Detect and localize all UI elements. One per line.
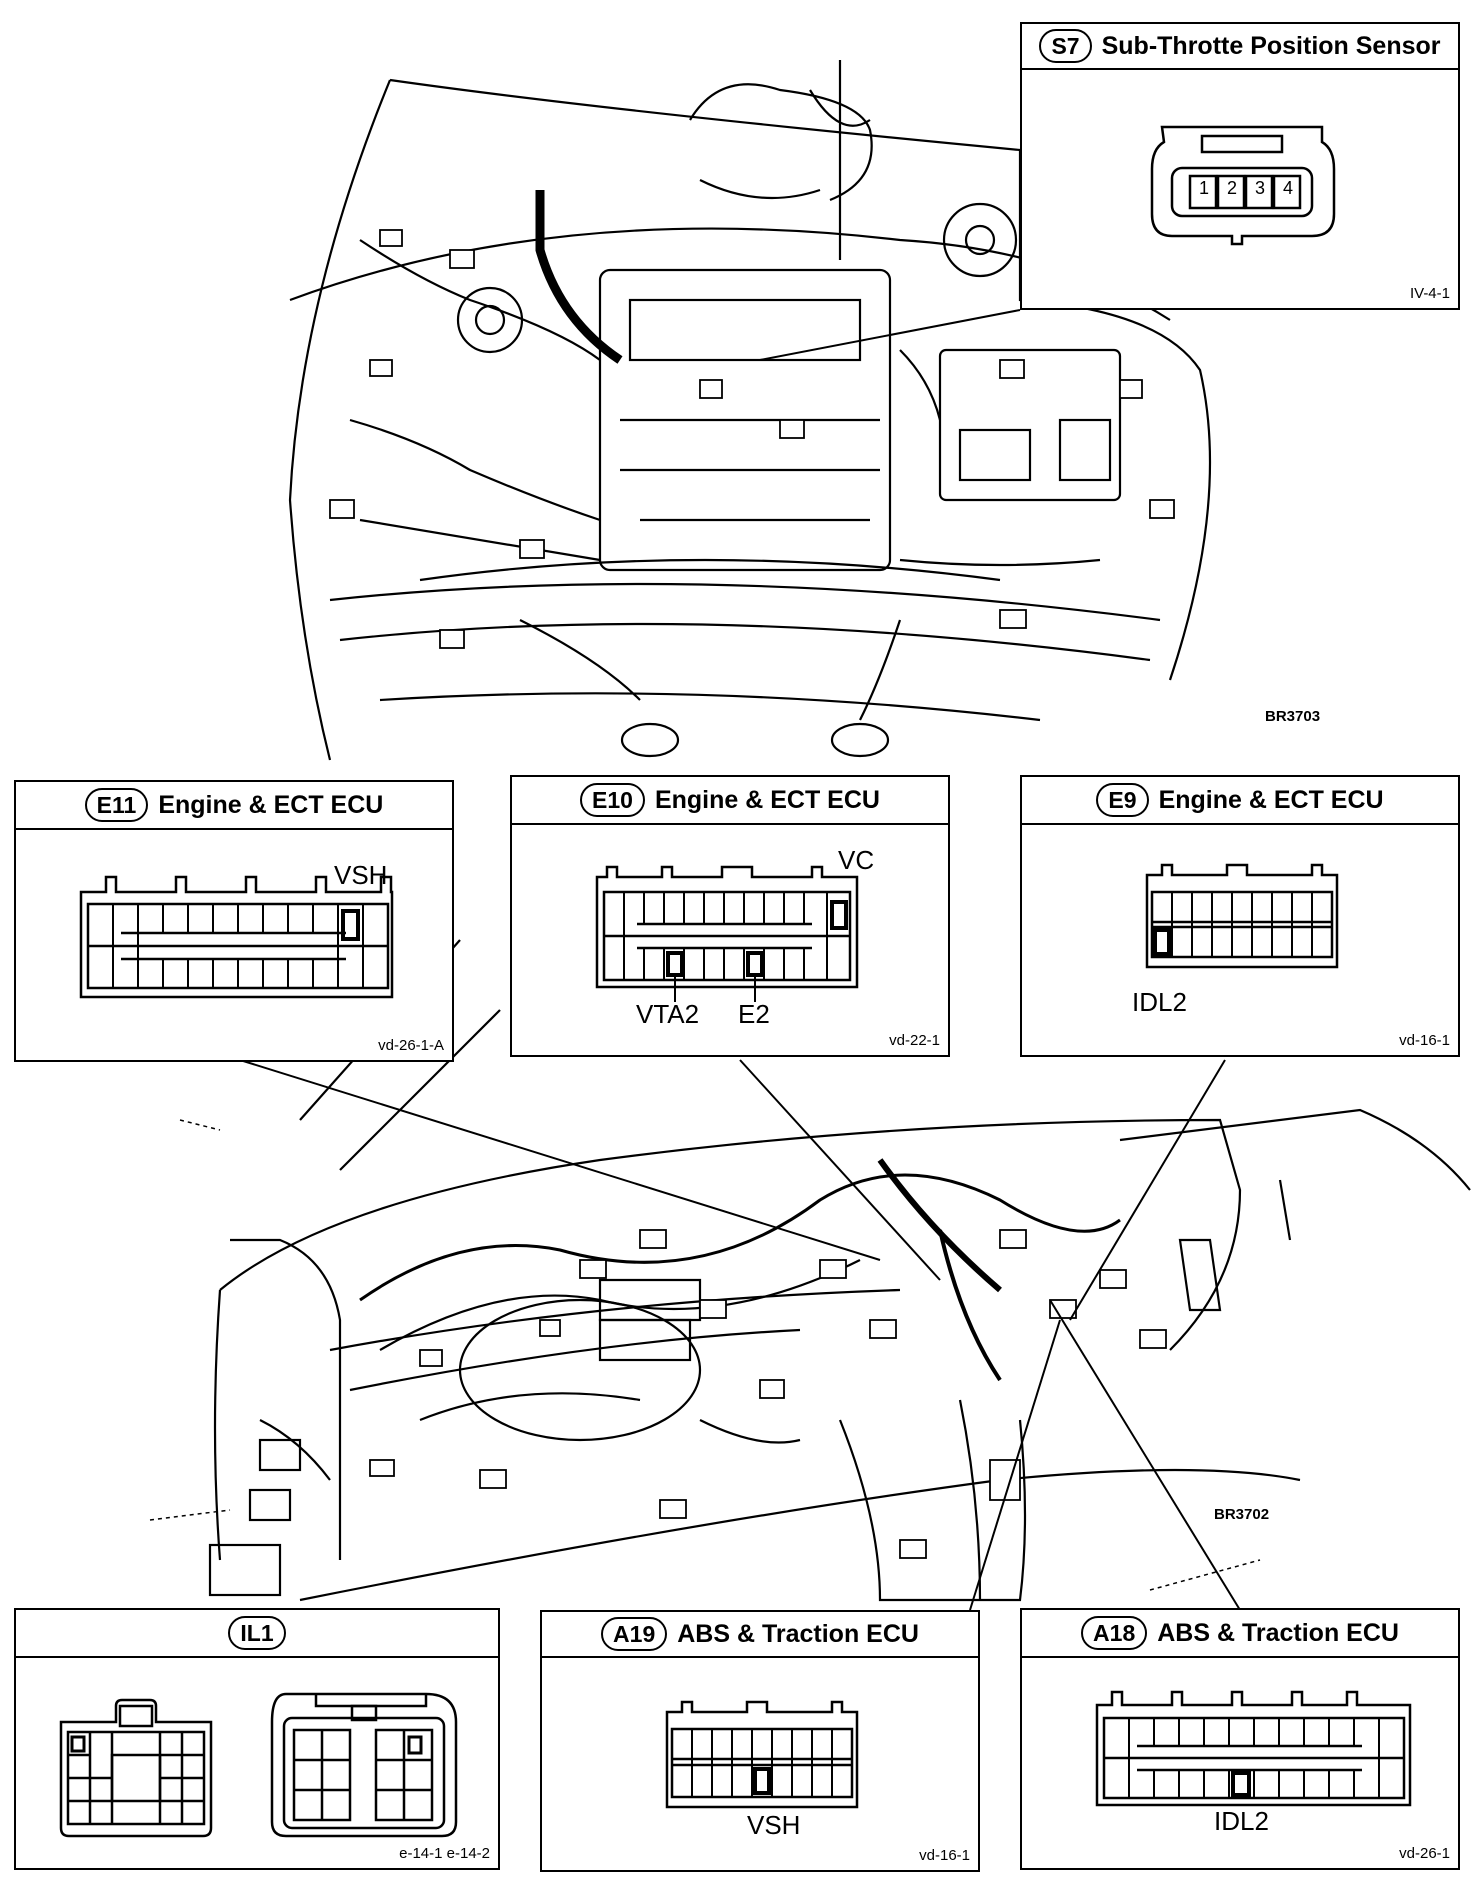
connector-title: ABS & Traction ECU xyxy=(677,1619,919,1648)
pin-label-idl2: IDL2 xyxy=(1132,987,1187,1017)
connector-panel-a19: A19 ABS & Traction ECU VSH vd-16-1 xyxy=(540,1610,980,1872)
pin-1: 1 xyxy=(1198,178,1209,198)
connector-diagram-e10 xyxy=(595,865,859,1002)
connector-code: E11 xyxy=(84,788,149,822)
connector-code: E10 xyxy=(580,783,645,817)
panel-header: A18 ABS & Traction ECU xyxy=(1022,1610,1458,1658)
connector-panel-e10: E10 Engine & ECT ECU VC xyxy=(510,775,950,1057)
pin-label-vsh: VSH xyxy=(334,860,388,890)
pin-label-vc: VC xyxy=(838,845,875,875)
reference-code: vd-26-1 xyxy=(1399,1845,1450,1862)
connector-panel-il1: IL1 e-14-1 e-1 xyxy=(14,1608,500,1870)
panel-header: E9 Engine & ECT ECU xyxy=(1022,777,1458,825)
panel-header: A19 ABS & Traction ECU xyxy=(542,1612,978,1658)
pin-label-e2: E2 xyxy=(738,999,770,1029)
reference-code: IV-4-1 xyxy=(1409,285,1450,302)
connector-diagram-a19 xyxy=(665,1700,859,1809)
reference-code: vd-26-1-A xyxy=(378,1037,444,1054)
connector-title: ABS & Traction ECU xyxy=(1157,1618,1399,1647)
connector-title: Sub-Throtte Position Sensor xyxy=(1101,31,1441,60)
connector-diagram-e11 xyxy=(79,875,394,999)
connector-code: A18 xyxy=(1081,1616,1148,1650)
pin-2: 2 xyxy=(1226,178,1237,198)
connector-diagram-e9 xyxy=(1145,863,1339,969)
figure-label-engine-bay: BR3703 xyxy=(1265,708,1321,725)
connector-code: IL1 xyxy=(228,1616,286,1650)
connector-title: Engine & ECT ECU xyxy=(654,785,880,814)
reference-code: vd-16-1 xyxy=(1399,1032,1450,1049)
connector-diagram-il1 xyxy=(59,1692,458,1838)
pin-3: 3 xyxy=(1254,178,1265,198)
pin-label-vta2: VTA2 xyxy=(636,999,700,1029)
connector-panel-e9: E9 Engine & ECT ECU IDL2 vd-16-1 xyxy=(1020,775,1460,1057)
pin-label-vsh: VSH xyxy=(747,1810,801,1840)
reference-code: e-14-1 e-14-2 xyxy=(399,1845,490,1862)
connector-panel-a18: A18 ABS & Traction ECU IDL2 vd-26-1 xyxy=(1020,1608,1460,1870)
connector-code: A19 xyxy=(601,1617,668,1651)
connector-code: E9 xyxy=(1096,783,1149,817)
reference-code: vd-16-1 xyxy=(919,1847,970,1864)
panel-header: S7 Sub-Throtte Position Sensor xyxy=(1022,24,1458,70)
connector-panel-e11: E11 Engine & ECT ECU VSH vd-26-1-A xyxy=(14,780,454,1062)
panel-header: E10 Engine & ECT ECU xyxy=(512,777,948,825)
connector-diagram-s7 xyxy=(1150,125,1336,246)
reference-code: vd-22-1 xyxy=(889,1032,940,1049)
panel-header: E11 Engine & ECT ECU xyxy=(16,782,452,830)
connector-diagram-a18 xyxy=(1095,1690,1412,1807)
panel-header: IL1 xyxy=(16,1610,498,1658)
connector-code: S7 xyxy=(1039,29,1092,63)
pin-4: 4 xyxy=(1282,178,1293,198)
pin-label-idl2: IDL2 xyxy=(1214,1806,1269,1836)
connector-panel-s7: S7 Sub-Throtte Position Sensor 1 2 3 4 I… xyxy=(1020,22,1460,310)
figure-label-dashboard: BR3702 xyxy=(1214,1506,1270,1523)
connector-title: Engine & ECT ECU xyxy=(1158,785,1384,814)
connector-title: Engine & ECT ECU xyxy=(158,790,384,819)
